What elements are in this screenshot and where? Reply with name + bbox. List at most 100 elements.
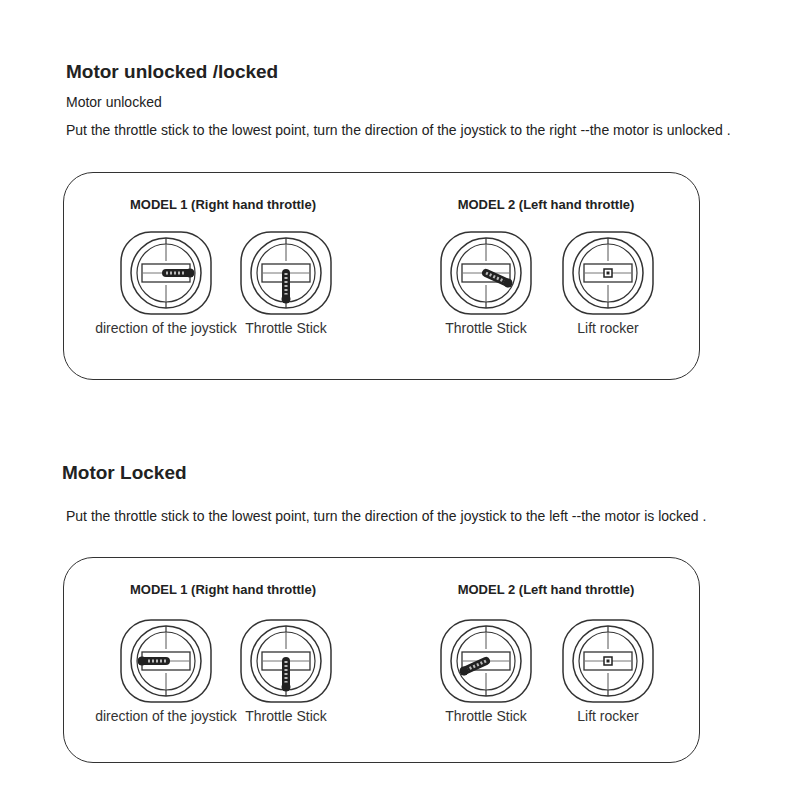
gimbal-drawing (239, 230, 333, 316)
gimbal-drawing (119, 618, 213, 704)
guide-line (608, 285, 609, 302)
tick-mark (485, 238, 486, 244)
gimbal-housing (241, 232, 331, 314)
stick-tip (460, 667, 469, 676)
stick-tip (282, 295, 291, 304)
guide-line (486, 632, 487, 649)
tick-mark (165, 626, 166, 632)
gimbal-drawing (561, 230, 655, 316)
stick-slot (584, 264, 632, 282)
guide-line (486, 244, 487, 261)
slot-line (584, 273, 632, 274)
model-panel: MODEL 1 (Right hand throttle) MODEL 2 (Le… (63, 557, 700, 763)
joystick-gimbal: Lift rocker (553, 230, 663, 342)
stick-tip (504, 279, 513, 288)
stick-tip (138, 657, 147, 666)
gimbal-drawing (439, 618, 533, 704)
tick-mark (165, 238, 166, 244)
control-label: Throttle Stick (431, 320, 541, 336)
gimbal-drawing (239, 618, 333, 704)
joystick-gimbal: direction of the joystick (90, 618, 242, 730)
gimbal-housing (121, 620, 211, 702)
gimbal-drawing (439, 230, 533, 316)
gimbal-ring (579, 632, 637, 690)
control-label: Throttle Stick (231, 320, 341, 336)
gimbal-ring (457, 632, 515, 690)
tick-mark (607, 302, 608, 308)
gimbal-ring (257, 632, 315, 690)
guide-line (166, 673, 167, 690)
slot-line (142, 661, 190, 662)
joystick-gimbal: Throttle Stick (231, 230, 341, 342)
tick-mark (485, 690, 486, 696)
gimbal-housing (121, 232, 211, 314)
guide-line (486, 673, 487, 690)
guide-line (608, 673, 609, 690)
guide-line (166, 285, 167, 302)
gimbal-housing (563, 620, 653, 702)
model-heading: MODEL 2 (Left hand throttle) (458, 582, 635, 597)
stick-slot (462, 652, 510, 670)
gimbal-ring (131, 626, 201, 696)
gimbal-housing (441, 232, 531, 314)
stick-center (607, 272, 610, 275)
gimbal-housing (563, 232, 653, 314)
tick-mark (607, 626, 608, 632)
tick-mark (165, 302, 166, 308)
control-label: Lift rocker (553, 708, 663, 724)
tick-mark (285, 626, 286, 632)
joystick-gimbal: Throttle Stick (431, 618, 541, 730)
stick-center (604, 657, 612, 665)
control-label: Throttle Stick (431, 708, 541, 724)
gimbal-housing (241, 620, 331, 702)
gimbal-drawing (561, 618, 655, 704)
gimbal-ring (251, 626, 321, 696)
model-heading: MODEL 2 (Left hand throttle) (458, 197, 635, 212)
stick-slot (584, 652, 632, 670)
gimbal-ring (257, 244, 315, 302)
tick-mark (485, 626, 486, 632)
gimbal-drawing (119, 230, 213, 316)
guide-line (286, 244, 287, 261)
section-heading: Motor Locked (62, 462, 187, 484)
tick-mark (165, 690, 166, 696)
joystick-gimbal: direction of the joystick (90, 230, 242, 342)
model-heading: MODEL 1 (Right hand throttle) (130, 582, 316, 597)
guide-line (486, 285, 487, 302)
guide-line (166, 632, 167, 649)
slot-line (142, 273, 190, 274)
joystick-gimbal: Throttle Stick (231, 618, 341, 730)
instruction-text: Put the throttle stick to the lowest poi… (66, 122, 731, 138)
gimbal-ring (573, 238, 643, 308)
guide-line (286, 632, 287, 649)
model-heading: MODEL 1 (Right hand throttle) (130, 197, 316, 212)
tick-mark (285, 238, 286, 244)
gimbal-ring (131, 238, 201, 308)
stick-slot (142, 264, 190, 282)
stick-tip (282, 683, 291, 692)
slot-line (584, 661, 632, 662)
page-title: Motor unlocked /locked (66, 61, 278, 83)
tick-mark (607, 690, 608, 696)
gimbal-ring (457, 244, 515, 302)
guide-line (608, 632, 609, 649)
gimbal-ring (579, 244, 637, 302)
gimbal-ring (573, 626, 643, 696)
stick-tip (186, 269, 195, 278)
gimbal-ring (451, 238, 521, 308)
stick-slot (462, 264, 510, 282)
model-panel: MODEL 1 (Right hand throttle) MODEL 2 (Le… (63, 172, 700, 380)
gimbal-housing (441, 620, 531, 702)
tick-mark (607, 238, 608, 244)
gimbal-ring (451, 626, 521, 696)
joystick-gimbal: Throttle Stick (431, 230, 541, 342)
stick-center (607, 660, 610, 663)
gimbal-ring (137, 632, 195, 690)
control-label: Throttle Stick (231, 708, 341, 724)
joystick-gimbal: Lift rocker (553, 618, 663, 730)
gimbal-ring (137, 244, 195, 302)
instruction-text: Put the throttle stick to the lowest poi… (66, 508, 706, 524)
guide-line (166, 244, 167, 261)
guide-line (608, 244, 609, 261)
